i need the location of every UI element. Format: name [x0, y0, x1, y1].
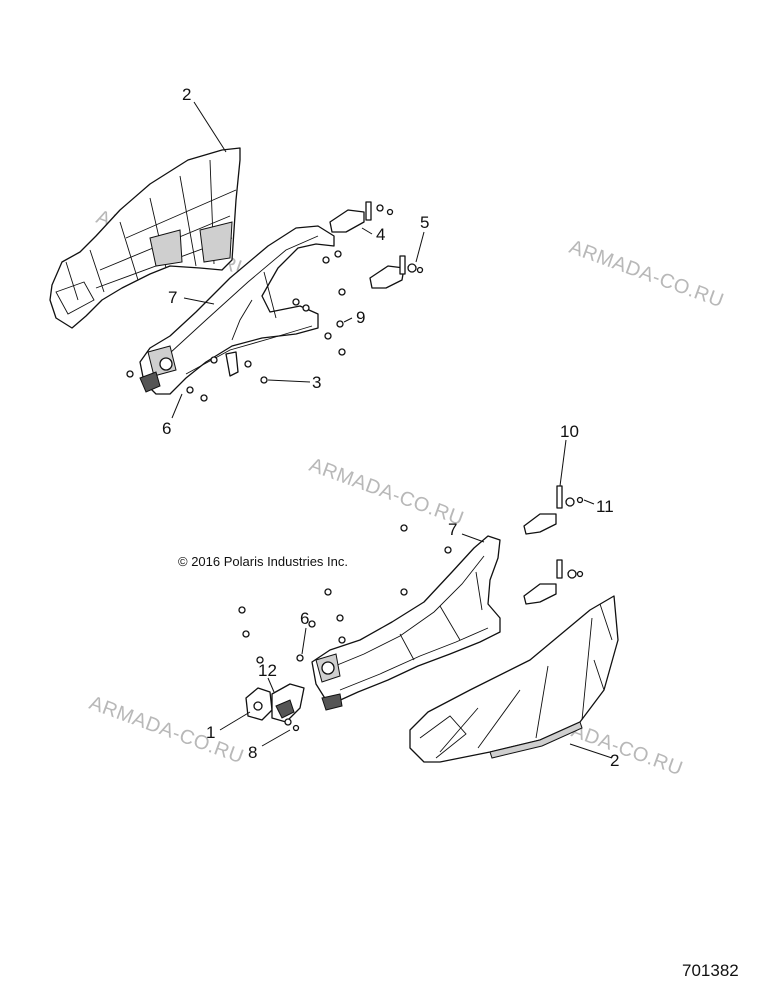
callout-upper-frame: 7: [168, 288, 177, 307]
callout-upper-bracket: 4: [376, 225, 385, 244]
callout-labels: 2 7 4 5 9 3 6 10 11 7 6 12 1 8 2: [162, 85, 619, 770]
upper-bracket: [329, 201, 406, 289]
callout-lower-nut: 11: [596, 497, 614, 516]
callout-upper-screw-9: 9: [356, 308, 365, 327]
callout-lower-frame: 7: [448, 520, 457, 539]
callout-lower-panel: 2: [610, 751, 619, 770]
callout-upper-nut: 5: [420, 213, 429, 232]
upper-door-panel: [49, 147, 241, 329]
lower-bracket: [523, 485, 563, 605]
callout-upper-screw-3: 3: [312, 373, 321, 392]
watermark-2: ARMADA-CO.RU: [566, 236, 726, 312]
lower-latch-assembly: [245, 683, 305, 732]
watermark-4: ARMADA-CO.RU: [86, 692, 246, 768]
callout-lower-screw: 8: [248, 743, 257, 762]
copyright-notice: © 2016 Polaris Industries Inc.: [178, 554, 348, 569]
lower-door-frame: [311, 535, 501, 711]
callout-lower-striker: 1: [206, 723, 215, 742]
lower-door-panel: [409, 595, 619, 763]
watermarks: ARMADA-CO.RU ARMADA-CO.RU ARMADA-CO.RU A…: [86, 206, 726, 780]
callout-lower-latch: 12: [258, 661, 277, 680]
callout-upper-panel: 2: [182, 85, 191, 104]
watermark-3: ARMADA-CO.RU: [306, 454, 466, 530]
lower-fasteners: [238, 496, 584, 664]
leader-lines: [171, 101, 613, 759]
callout-lower-bolt: 10: [560, 422, 579, 441]
callout-upper-fastener-6: 6: [162, 419, 171, 438]
upper-fasteners: [126, 204, 424, 402]
upper-door-frame: [139, 225, 335, 395]
diagram-number: 701382: [682, 961, 739, 980]
callout-lower-fastener-6: 6: [300, 609, 309, 628]
